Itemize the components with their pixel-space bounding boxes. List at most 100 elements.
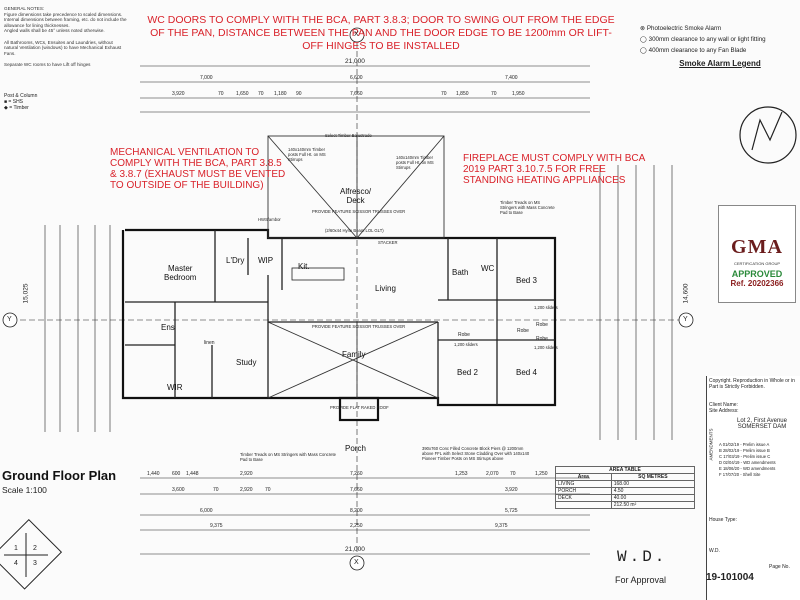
dimension-label: 1,950: [512, 91, 525, 97]
dimension-label: 1,650: [236, 91, 249, 97]
dimension-label: 1,448: [186, 471, 199, 477]
smoke-legend-item: 400mm clearance to any Fan Blade: [648, 47, 747, 54]
dimension-label: 7,660: [350, 487, 363, 493]
general-note-line: Separate WC rooms to have Lift off hinge…: [4, 61, 91, 67]
amendment-code: B: [719, 448, 722, 453]
dimension-label: 70: [510, 471, 516, 477]
overall-width-dim: 21,000: [345, 58, 365, 65]
room-bed4: Bed 4: [516, 368, 537, 377]
site-label: Site Address:: [709, 408, 739, 414]
timber-treads-label: Timber Treads on MS Stringers with Mass …: [240, 452, 336, 462]
clearance-circle-icon: ◯: [640, 47, 649, 54]
smoke-alarm-icon: ⊗: [640, 25, 647, 32]
dimension-label: 90: [296, 91, 302, 97]
room-alfresco-deck: Alfresco/ Deck: [340, 187, 372, 205]
dimension-label: 2,920: [240, 471, 253, 477]
dimension-label: 70: [218, 91, 224, 97]
dimension-label: 9,375: [210, 523, 223, 529]
room-wir: WIR: [167, 383, 183, 392]
dimension-label: 5,725: [505, 508, 518, 514]
dimension-label: 3,920: [505, 487, 518, 493]
dimension-label: 9,375: [495, 523, 508, 529]
amendment-desc: 01/02/19 - Prelim issue A: [722, 442, 770, 447]
table-row: 212.50 m²: [555, 501, 696, 509]
amendment-desc: 28/02/19 - Prelim issue B: [722, 448, 770, 453]
room-porch: Porch: [345, 444, 366, 453]
house-type-label: House Type:: [709, 517, 737, 523]
for-approval-label: For Approval: [615, 575, 667, 585]
room-living: Living: [375, 284, 396, 293]
site-address: Lot 2, First Avenue SOMERSET DAM: [737, 418, 787, 430]
gma-logo: GMA: [731, 236, 783, 258]
title-block: Copyright. Reproduction in Whole or in P…: [706, 376, 800, 600]
dimension-label: 6,000: [200, 508, 213, 514]
room-robe: Robe: [536, 336, 548, 342]
sliders-label: 1,200 sliders: [534, 345, 558, 350]
smoke-alarm-legend: ⊗ Photoelectric Smoke Alarm ◯ 300mm clea…: [640, 23, 800, 69]
clearance-circle-icon: ◯: [640, 36, 649, 43]
area-table-title: AREA TABLE: [555, 466, 695, 474]
hws-label: HWS/ambor: [258, 217, 281, 222]
general-notes: GENERAL NOTES: Figure dimensions take pr…: [4, 6, 127, 68]
smoke-legend-item: Photoelectric Smoke Alarm: [646, 25, 722, 32]
area-table-header: SQ METRES: [610, 473, 696, 481]
dimension-label: 7,000: [200, 75, 213, 81]
room-ensuite: Ens: [161, 323, 175, 332]
amendment-code: D: [719, 460, 723, 465]
amendments-label: AMENDMENTS: [708, 428, 714, 461]
compass-label: 2: [33, 545, 37, 552]
drawing-title: Ground Floor Plan: [2, 468, 117, 483]
dimension-label: 7,660: [350, 91, 363, 97]
post-legend-item: = Timber: [9, 105, 29, 111]
compass-label: 1: [14, 545, 18, 552]
smoke-legend-item: 300mm clearance to any wall or light fit…: [648, 36, 766, 43]
table-row: LIVING 168.00: [555, 480, 696, 488]
general-note-line: All Bathrooms, WCs, Ensuites and Laundri…: [4, 39, 113, 45]
overall-width-dim: 21,000: [345, 546, 365, 553]
area-value: 40.00: [610, 494, 696, 502]
certification-subtitle: CERTIFICATION GROUP: [733, 261, 781, 266]
amendment-code: E: [719, 466, 722, 471]
shs-post-icon: ■: [4, 99, 9, 105]
dimension-label: 1,850: [456, 91, 469, 97]
general-note-line: Internal dimensions between framing, etc…: [4, 17, 127, 23]
area-table: AREA TABLE Area SQ METRES LIVING 168.00 …: [555, 466, 696, 509]
wd-label: W.D.: [617, 548, 668, 566]
table-row: DECK 40.00: [555, 494, 696, 502]
timber-posts-label: 140x140mm Timber posts Full Ht. on MS St…: [288, 147, 326, 162]
overall-depth-dim: 14,600: [682, 283, 690, 304]
area-name: PORCH: [555, 487, 612, 495]
amendment-code: C: [719, 454, 723, 459]
room-laundry: L'Dry: [226, 256, 245, 265]
dimension-label: 7,400: [505, 75, 518, 81]
issue-label: W.D.: [709, 548, 720, 554]
table-row: PORCH 4.50: [555, 487, 696, 495]
amendment-desc: 02/04/19 - WD amendments: [723, 460, 776, 465]
area-table-header: Area: [555, 473, 612, 481]
dimension-label: 70: [265, 487, 271, 493]
timber-posts-label: 140x140mm Timber posts Full Ht. on MS St…: [396, 155, 434, 170]
dimension-label: 1,250: [535, 471, 548, 477]
fireplace-note: FIREPLACE MUST COMPLY WITH BCA 2019 PART…: [463, 153, 645, 186]
dimension-label: 2,250: [350, 523, 363, 529]
grid-marker: X: [354, 559, 359, 566]
grid-marker: X: [354, 31, 359, 38]
dimension-label: 1,180: [274, 91, 287, 97]
beam-label: (2/60x44 Hyne Beam LOL GLT): [325, 228, 384, 233]
room-study: Study: [236, 358, 257, 367]
grid-marker: Y: [7, 316, 12, 323]
compass-label: 3: [33, 560, 37, 567]
area-value: 168.00: [610, 480, 696, 488]
dimension-label: 1,440: [147, 471, 160, 477]
compass-label: 4: [14, 560, 18, 567]
feature-trusses-label: PROVIDE FEATURE SCISSOR TRUSSES OVER: [312, 324, 406, 329]
amendment-desc: 17/03/19 - Prelim issue C: [723, 454, 771, 459]
dimension-label: 3,920: [172, 91, 185, 97]
dimension-label: 7,260: [350, 471, 363, 477]
timber-balustrade-label: Select Timber Balustrade: [325, 133, 372, 138]
dimension-label: 6,600: [350, 75, 363, 81]
area-value: 4.50: [610, 487, 696, 495]
general-note-line: Figure dimensions take precedence to sca…: [4, 11, 123, 17]
copyright-note: Copyright. Reproduction in Whole or in P…: [709, 378, 795, 390]
room-robe: Robe: [458, 332, 470, 338]
